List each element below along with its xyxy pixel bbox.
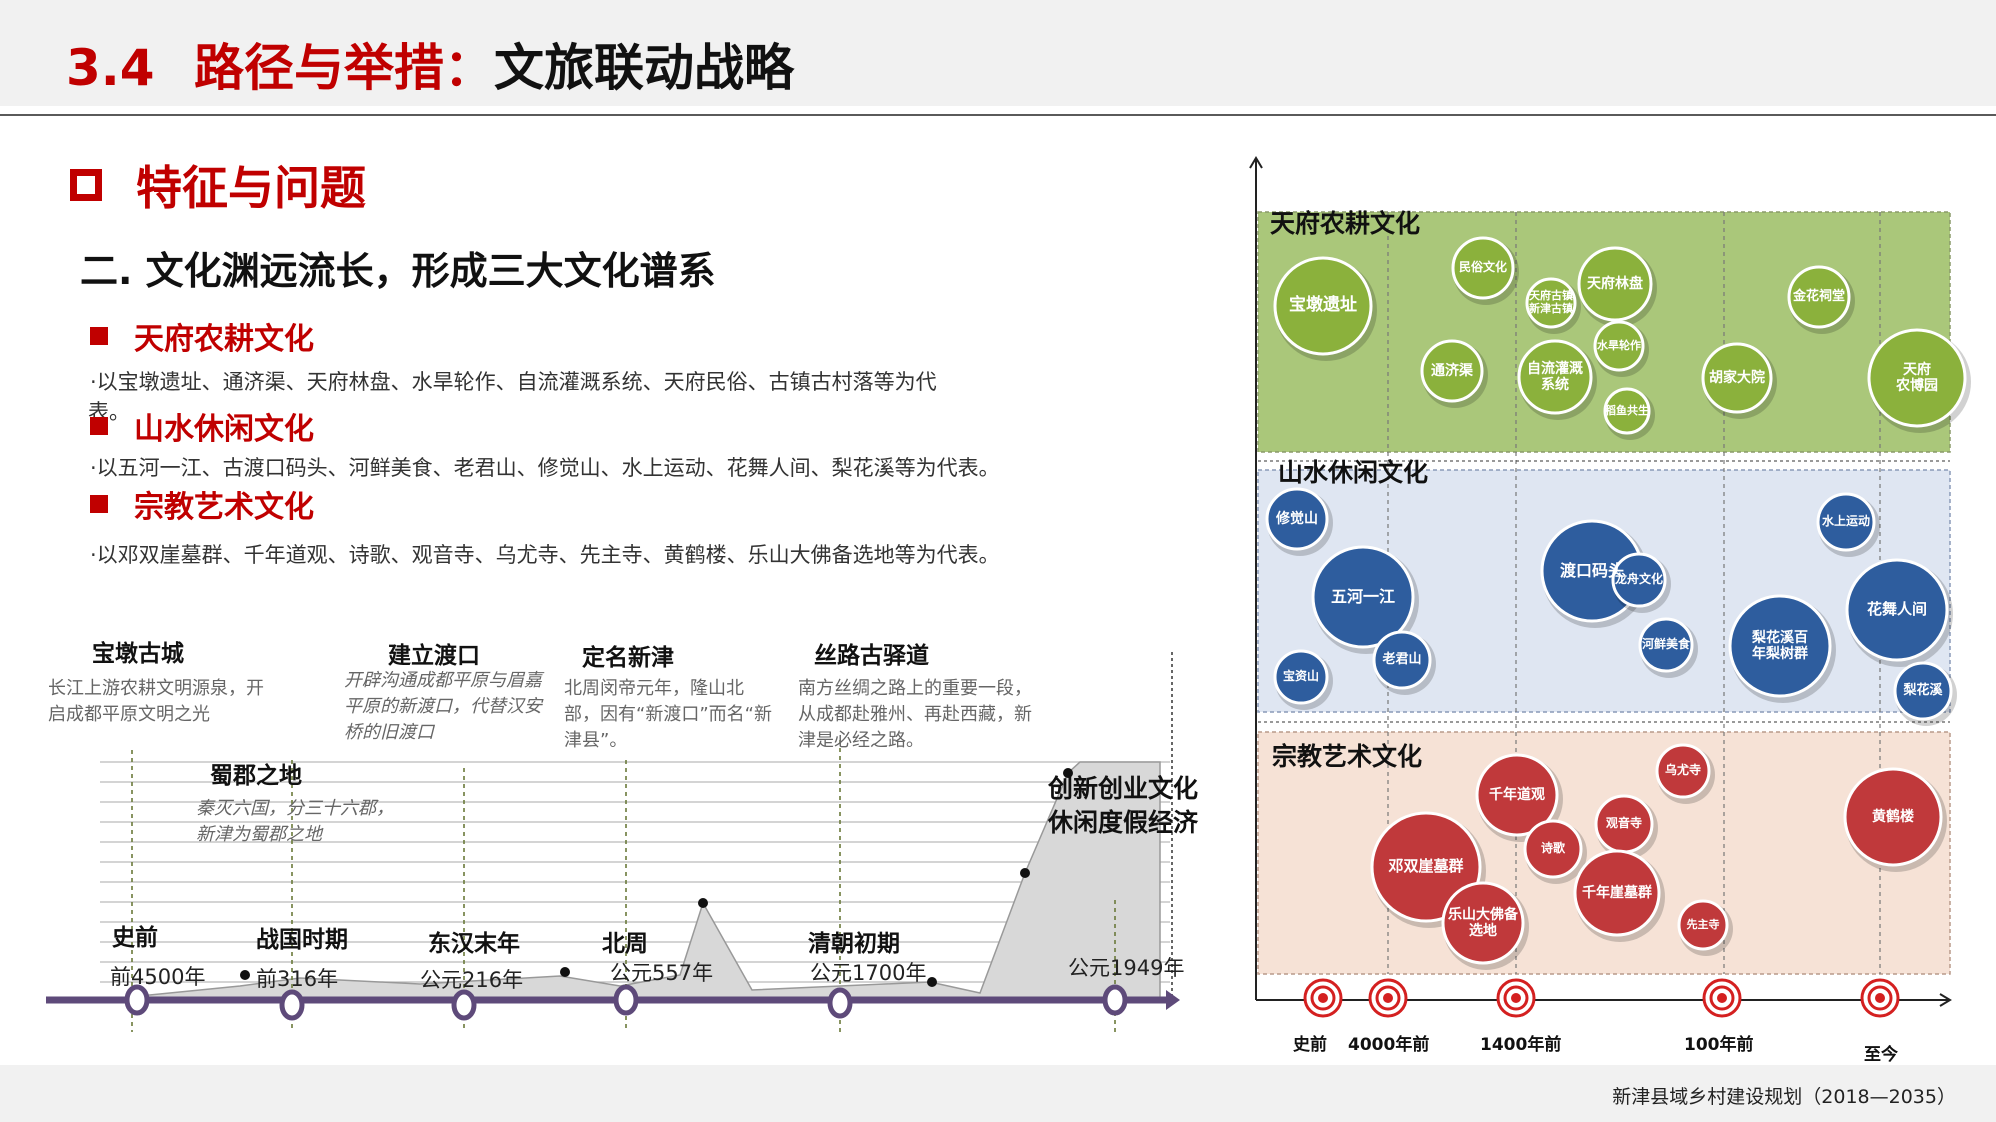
culture-bubble — [1677, 899, 1729, 951]
header-bar — [0, 0, 1996, 106]
culture-bubble — [1573, 849, 1661, 937]
milestone-title: 创新创业文化休闲度假经济 — [1048, 774, 1199, 837]
section-subtitle: 二. 文化渊远流长，形成三大文化谱系 — [80, 249, 716, 293]
milestone-desc: 长江上游农耕文明源泉，开启成都平原文明之光 — [48, 678, 264, 725]
category-name: 宗教艺术文化 — [134, 490, 314, 525]
culture-bubble — [1603, 387, 1651, 435]
culture-bubble — [1273, 256, 1373, 356]
milestone-desc: 秦灭六国，分三十六郡，新津为蜀郡之地 — [196, 798, 394, 845]
culture-bubble — [1525, 277, 1577, 329]
milestone-title: 蜀郡之地 — [210, 763, 302, 789]
culture-bubble — [1611, 552, 1667, 608]
date-label: 公元216年 — [420, 968, 524, 992]
title-number: 3.4 — [66, 39, 155, 97]
culture-bubble — [1816, 492, 1876, 552]
culture-bubble — [1372, 630, 1432, 690]
section-title: 特征与问题 — [70, 152, 366, 218]
culture-bubble — [1728, 594, 1832, 698]
culture-bubble — [1593, 320, 1645, 372]
culture-bubble — [1867, 328, 1967, 428]
category-name: 天府农耕文化 — [134, 322, 314, 357]
culture-bubble — [1701, 342, 1773, 414]
page-title: 3.4 路径与举措：文旅联动战略 — [66, 28, 794, 100]
x-axis-label: 史前 — [1293, 1035, 1327, 1055]
milestone-title: 宝墩古城 — [92, 641, 184, 667]
culture-bubble — [1441, 881, 1525, 965]
period-label: 北周 — [602, 931, 648, 957]
x-axis-label: 至今 — [1864, 1045, 1898, 1065]
footer-bar — [0, 1065, 1996, 1122]
period-label: 史前 — [112, 925, 158, 951]
culture-bubble — [1845, 558, 1949, 662]
category-desc-landscape: ·以五河一江、古渡口码头、河鲜美食、老君山、修觉山、水上运动、花舞人间、梨花溪等… — [90, 456, 1000, 480]
culture-bubble — [1787, 265, 1851, 329]
title-tail: 文旅联动战略 — [494, 39, 794, 97]
category-name: 山水休闲文化 — [134, 412, 314, 447]
hollow-square-icon — [70, 169, 102, 201]
x-axis-label: 1400年前 — [1480, 1035, 1562, 1055]
band-label-religion: 宗教艺术文化 — [1272, 742, 1423, 771]
axis-marker-icon — [1368, 978, 1408, 1018]
square-bullet-icon — [90, 417, 108, 435]
category-heading-landscape: 山水休闲文化 — [90, 404, 314, 448]
section-title-text: 特征与问题 — [136, 161, 366, 215]
period-label: 东汉末年 — [428, 931, 520, 957]
period-label: 清朝初期 — [808, 931, 900, 957]
band-label-landscape: 山水休闲文化 — [1278, 458, 1429, 487]
title-main: 路径与举措： — [194, 39, 494, 97]
milestone-title: 定名新津 — [582, 645, 674, 671]
milestone-desc: 开辟沟通成都平原与眉嘉平原的新渡口，代替汉安桥的旧渡口 — [344, 670, 542, 743]
x-axis-label: 100年前 — [1684, 1035, 1754, 1055]
axis-marker-icon — [1496, 978, 1536, 1018]
culture-bubble — [1451, 236, 1515, 300]
culture-bubble — [1311, 545, 1415, 649]
culture-bubble — [1655, 743, 1711, 799]
date-label: 公元557年 — [610, 961, 714, 985]
x-axis-label: 4000年前 — [1348, 1035, 1430, 1055]
axis-marker-icon — [1303, 978, 1343, 1018]
category-heading-farming: 天府农耕文化 — [90, 314, 314, 358]
category-heading-religion: 宗教艺术文化 — [90, 482, 314, 526]
culture-bubble — [1273, 649, 1329, 705]
culture-bubble — [1893, 661, 1953, 721]
period-label: 战国时期 — [256, 927, 348, 953]
date-label: 公元1949年 — [1068, 956, 1185, 980]
axis-marker-icon — [1860, 978, 1900, 1018]
culture-bubble — [1475, 753, 1559, 837]
milestone-desc: 南方丝绸之路上的重要一段，从成都赴雅州、再赴西藏，新津是必经之路。 — [798, 678, 1032, 751]
category-desc-farming: ·以宝墩遗址、通济渠、天府林盘、水旱轮作、自流灌溉系统、天府民俗、古镇古村落等为… — [90, 370, 937, 394]
culture-bubble — [1265, 487, 1329, 551]
square-bullet-icon — [90, 327, 108, 345]
culture-bubble — [1370, 811, 1482, 923]
band-label-farming: 天府农耕文化 — [1270, 209, 1421, 238]
date-label: 前4500年 — [110, 965, 206, 989]
milestone-title: 建立渡口 — [388, 643, 480, 669]
culture-bubble — [1420, 339, 1484, 403]
culture-bubble — [1577, 246, 1653, 322]
date-label: 公元1700年 — [810, 961, 927, 985]
milestone-desc: 北周闵帝元年，隆山北部，因有“新渡口”而名“新津县”。 — [564, 678, 772, 751]
culture-bubble — [1523, 819, 1583, 879]
category-desc-religion: ·以邓双崖墓群、千年道观、诗歌、观音寺、乌尤寺、先主寺、黄鹤楼、乐山大佛备选地等… — [90, 543, 1000, 567]
date-label: 前316年 — [256, 967, 339, 991]
milestone-title: 丝路古驿道 — [814, 643, 929, 669]
square-bullet-icon — [90, 495, 108, 513]
culture-bubble — [1594, 794, 1654, 854]
culture-bubble — [1638, 617, 1694, 673]
footer-text: 新津县域乡村建设规划（2018—2035） — [1612, 1086, 1956, 1108]
culture-bubble — [1843, 767, 1943, 867]
culture-bubble — [1517, 339, 1593, 415]
header-rule — [0, 114, 1996, 116]
axis-marker-icon — [1702, 978, 1742, 1018]
